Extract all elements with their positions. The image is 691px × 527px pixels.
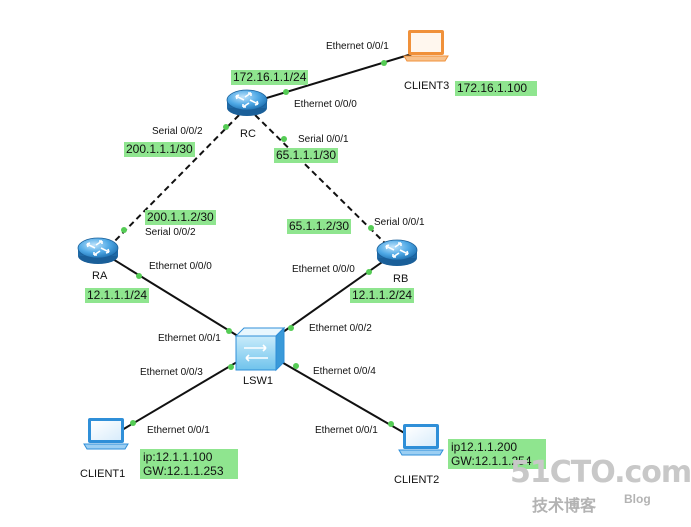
device-label-client1: CLIENT1: [80, 468, 126, 480]
address-label: 12.1.1.1/24: [85, 288, 150, 303]
device-label-rb: RB: [393, 273, 409, 285]
device-label-lsw1: LSW1: [243, 375, 273, 387]
port-dot: [366, 269, 372, 275]
port-label: Ethernet 0/0/2: [309, 323, 372, 334]
port-dot: [388, 421, 394, 427]
router-ra-icon[interactable]: [77, 237, 119, 265]
port-label: Ethernet 0/0/0: [292, 264, 355, 275]
port-label: Serial 0/0/2: [152, 126, 203, 137]
device-label-rc: RC: [240, 128, 256, 140]
port-dot: [288, 325, 294, 331]
address-label: 65.1.1.2/30: [287, 219, 352, 234]
port-label: Ethernet 0/0/0: [294, 99, 357, 110]
watermark-site: 51CTO.com: [510, 455, 691, 490]
watermark-blog: Blog: [624, 492, 651, 506]
laptop-client1-icon[interactable]: [83, 417, 129, 450]
port-dot: [293, 363, 299, 369]
switch-lsw1-icon[interactable]: [234, 326, 286, 372]
address-label: 200.1.1.2/30: [145, 210, 216, 225]
port-dot: [381, 60, 387, 66]
device-label-client2: CLIENT2: [394, 474, 440, 486]
client2-address-block: ip12.1.1.200 GW:12.1.1.254: [448, 439, 546, 469]
client1-address-block: ip:12.1.1.100 GW:12.1.1.253: [140, 449, 238, 479]
port-dot: [368, 225, 374, 231]
link-ra-lsw1: [102, 252, 260, 350]
client1-gateway: GW:12.1.1.253: [143, 464, 224, 478]
client1-ip: ip:12.1.1.100: [143, 450, 213, 464]
port-dot: [281, 136, 287, 142]
link-rc-client3: [249, 49, 426, 104]
port-label: Serial 0/0/1: [298, 134, 349, 145]
port-dots: [121, 60, 394, 427]
address-label: 12.1.1.2/24: [350, 288, 415, 303]
router-rc-icon[interactable]: [226, 89, 268, 117]
port-label: Ethernet 0/0/0: [149, 261, 212, 272]
port-dot: [136, 273, 142, 279]
port-label: Ethernet 0/0/1: [326, 41, 389, 52]
port-label: Ethernet 0/0/1: [315, 425, 378, 436]
port-dot: [130, 420, 136, 426]
laptop-client3-icon[interactable]: [403, 30, 449, 62]
address-label: 172.16.1.100: [455, 81, 538, 96]
port-dot: [226, 328, 232, 334]
address-label: 172.16.1.1/24: [231, 70, 309, 85]
port-label: Ethernet 0/0/4: [313, 366, 376, 377]
link-rc-ra: [102, 107, 247, 254]
device-label-ra: RA: [92, 270, 108, 282]
port-label: Ethernet 0/0/3: [140, 367, 203, 378]
port-label: Ethernet 0/0/1: [158, 333, 221, 344]
port-dot: [223, 124, 229, 130]
address-label: 65.1.1.1/30: [274, 148, 339, 163]
port-dot: [121, 227, 127, 233]
client2-gateway: GW:12.1.1.254: [451, 454, 532, 468]
topology-diagram: [77, 30, 449, 456]
laptop-client2-icon[interactable]: [398, 423, 444, 456]
device-label-client3: CLIENT3: [404, 80, 450, 92]
watermark-tagline: 技术博客: [532, 498, 597, 515]
port-dot: [283, 89, 289, 95]
address-label: 200.1.1.1/30: [124, 142, 195, 157]
router-rb-icon[interactable]: [376, 239, 418, 267]
port-dot: [228, 364, 234, 370]
port-label: Ethernet 0/0/1: [147, 425, 210, 436]
port-label: Serial 0/0/2: [145, 227, 196, 238]
client2-ip: ip12.1.1.200: [451, 440, 518, 454]
port-label: Serial 0/0/1: [374, 217, 425, 228]
link-lsw1-client2: [258, 348, 421, 443]
